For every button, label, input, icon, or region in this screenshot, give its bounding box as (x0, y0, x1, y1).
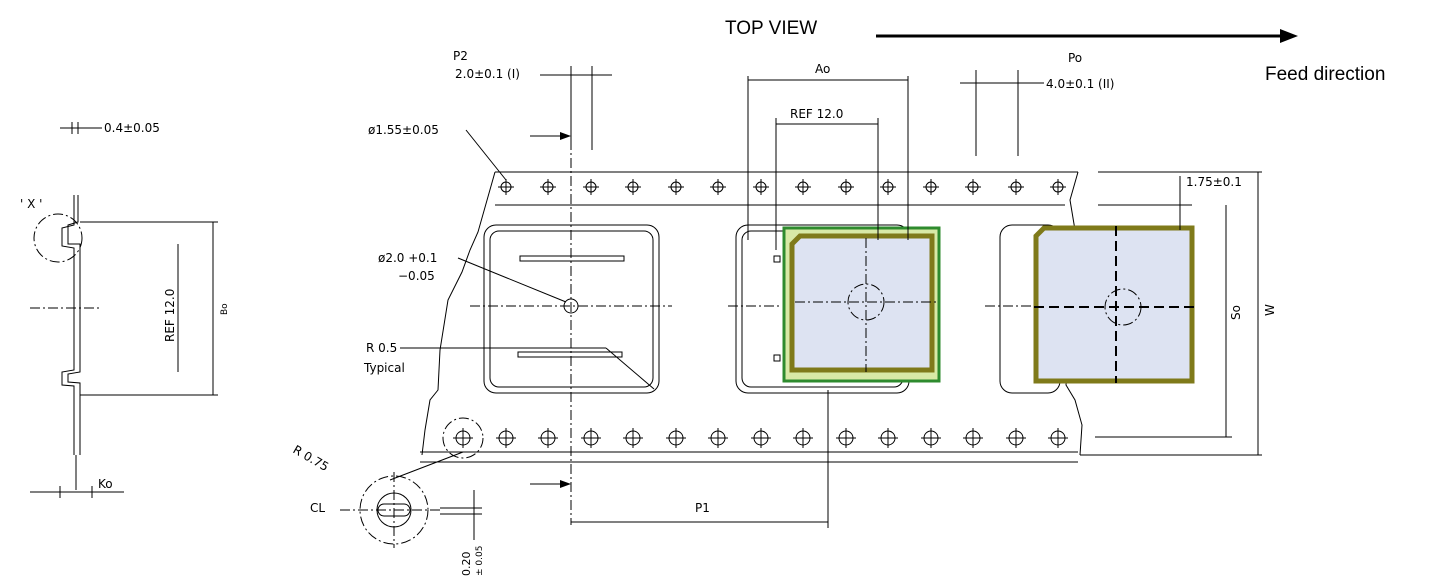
so-label: So (1229, 305, 1243, 320)
tape-outline (420, 171, 1262, 463)
p1-label: P1 (695, 501, 710, 515)
top-ref-label: REF 12.0 (790, 107, 843, 121)
p2-dimension: P2 2.0±0.1 (I) (453, 49, 612, 150)
po-value: 4.0±0.1 (II) (1046, 77, 1114, 91)
detail-x-marker: ' X ' (20, 197, 42, 211)
sprocket-dia-label: ø1.55±0.05 (368, 123, 439, 137)
detail-cl-label: CL (310, 501, 325, 515)
pocket-1 (470, 140, 672, 525)
side-bo-label: Bo (220, 303, 230, 315)
detail-view: R 0.75 CL 0.20 ± 0.05 (291, 442, 486, 576)
radius-label: R 0.5 (366, 341, 397, 355)
feed-arrow (876, 29, 1298, 43)
edge-offset-dimension: 1.75±0.1 (1179, 175, 1242, 230)
center-hole-tol: −0.05 (398, 269, 435, 283)
center-hole-label: ø2.0 +0.1 (378, 251, 437, 265)
p2-value: 2.0±0.1 (I) (455, 67, 520, 81)
detail-dim-tol: ± 0.05 (475, 546, 485, 576)
radius-note: R 0.5 Typical (363, 341, 655, 390)
edge-offset-label: 1.75±0.1 (1186, 175, 1242, 189)
so-w-dimensions: So W (1225, 172, 1277, 455)
po-dimension: Po 4.0±0.1 (II) (960, 51, 1114, 156)
feed-direction-label: Feed direction (1265, 64, 1385, 85)
side-ko-label: Ko (98, 477, 113, 491)
radius-note-text: Typical (363, 361, 405, 375)
w-label: W (1263, 304, 1277, 316)
top-ref-dimension: REF 12.0 (775, 107, 879, 250)
side-thickness-label: 0.4±0.05 (104, 121, 160, 135)
p2-label: P2 (453, 49, 468, 63)
sprocket-holes-bottom (442, 417, 1068, 459)
po-label: Po (1068, 51, 1082, 65)
detail-radius: R 0.75 (291, 442, 332, 474)
detail-dim-value: 0.20 (460, 552, 473, 577)
top-view-title: TOP VIEW (725, 18, 817, 39)
component-green (782, 226, 941, 383)
p1-dimension: P1 (530, 390, 829, 528)
sprocket-holes-top (498, 179, 1066, 195)
component-olive (1033, 225, 1195, 384)
sprocket-dia-dimension: ø1.55±0.05 (368, 123, 571, 181)
center-hole-dimension: ø2.0 +0.1 −0.05 (378, 251, 567, 303)
side-ref-label: REF 12.0 (163, 289, 177, 342)
ao-dimension: Ao (747, 62, 909, 240)
detail-x-circle (33, 213, 83, 263)
ao-label: Ao (815, 62, 830, 76)
side-view: 0.4±0.05 ' X ' REF 12.0 Bo Ko (20, 121, 230, 498)
